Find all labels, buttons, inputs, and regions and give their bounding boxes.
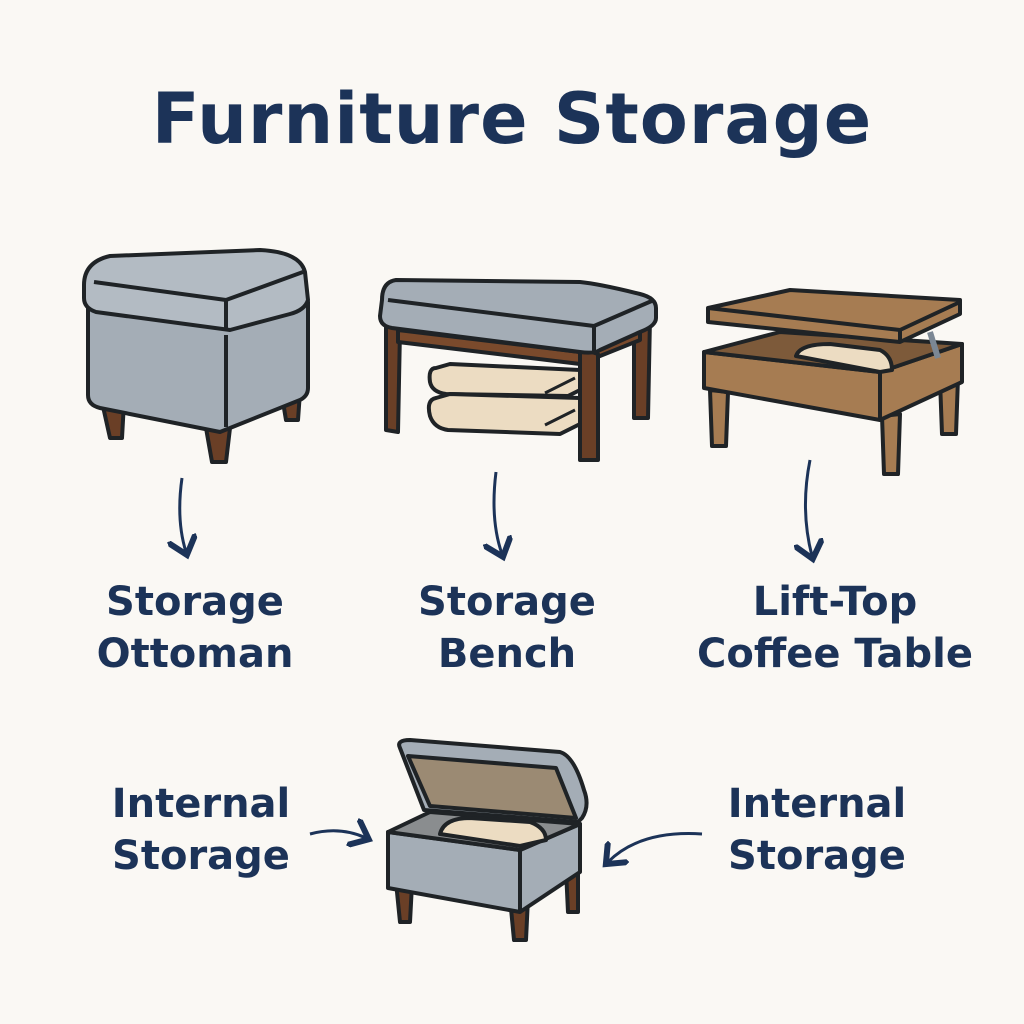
arrow-table — [805, 459, 812, 556]
storage-bench-icon — [378, 278, 658, 462]
label-storage-bench: Storage Bench — [418, 579, 596, 677]
label-internal-storage-left: Internal Storage — [111, 781, 291, 879]
page-title: Furniture Storage — [151, 78, 873, 160]
open-storage-ottoman-icon — [386, 738, 589, 942]
storage-ottoman-icon — [82, 248, 310, 464]
label-internal-storage-right: Internal Storage — [727, 781, 907, 879]
arrow-bench — [494, 471, 502, 554]
label-storage-ottoman: Storage Ottoman — [96, 579, 294, 677]
arrow-right-internal — [608, 832, 703, 862]
lift-top-coffee-table-icon — [702, 288, 964, 476]
label-lift-top-coffee-table: Lift-Top Coffee Table — [696, 579, 973, 677]
arrow-ottoman — [180, 477, 186, 552]
arrow-left-internal — [309, 831, 366, 838]
